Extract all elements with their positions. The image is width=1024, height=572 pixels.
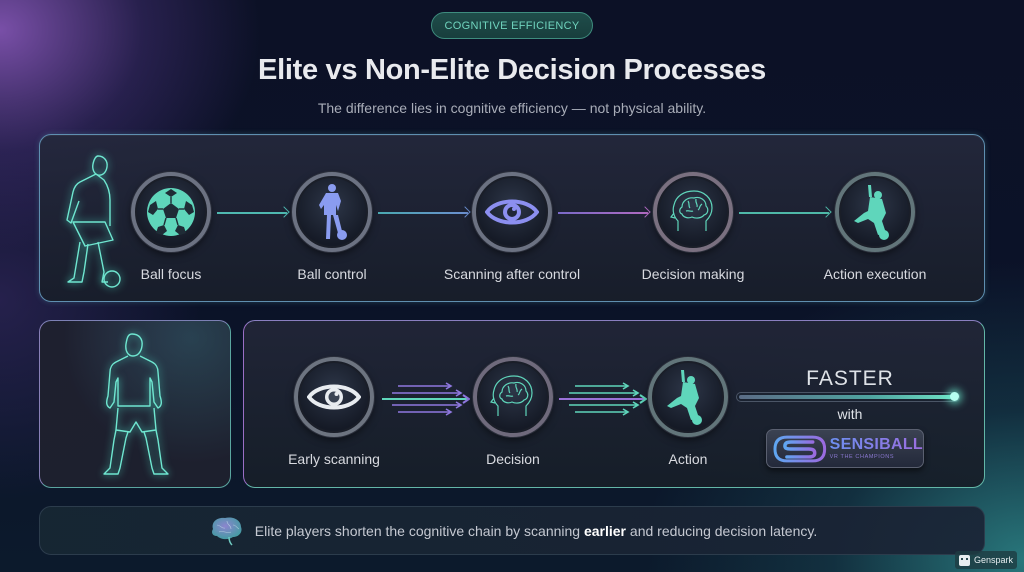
step-action-execution: Action execution [795,172,955,282]
faster-label: FASTER [806,367,894,390]
step-icon-circle [131,172,211,252]
step-scanning-after-control: Scanning after control [432,172,592,282]
page-title: Elite vs Non-Elite Decision Processes [258,54,766,86]
brand-name: SENSIBALL [829,435,923,453]
fast-arrows-icon [559,382,647,416]
kicking-player-icon [667,370,702,425]
genspark-watermark[interactable]: Genspark [955,551,1017,569]
eye-icon [485,199,539,225]
step-icon-circle [473,357,553,437]
step-label: Action [668,451,708,467]
arrow-right-icon [217,212,287,214]
step-label: Action execution [823,266,927,282]
step-decision-making: Decision making [613,172,773,282]
brain-head-icon [669,190,713,231]
step-early-scanning: Early scanning [254,357,414,467]
player-standing-upright-icon [103,333,169,475]
step-label: Decision making [641,266,745,282]
elite-figure-panel [39,320,231,488]
genspark-logo-icon [959,554,970,566]
step-icon-circle [835,172,915,252]
step-ball-control: Ball control [252,172,412,282]
player-looking-down-at-ball-icon [66,155,121,288]
with-label: with [837,406,863,422]
speed-bar-fill [739,395,957,399]
takeaway-banner: Elite players shorten the cognitive chai… [39,506,985,555]
step-icon-circle [653,172,733,252]
brain-icon [211,516,242,546]
speed-bar-glow-dot [950,392,959,401]
step-icon-circle [472,172,552,252]
step-icon-circle [648,357,728,437]
step-label: Early scanning [288,451,380,467]
step-ball-focus: Ball focus [91,172,251,282]
step-action: Action [608,357,768,467]
step-decision: Decision [433,357,593,467]
player-with-ball-icon [319,184,347,240]
arrow-right-icon [378,212,468,214]
kicking-player-icon [854,185,889,240]
step-label: Ball focus [140,266,202,282]
step-icon-circle [294,357,374,437]
section-badge: COGNITIVE EFFICIENCY [431,12,593,39]
takeaway-text: Elite players shorten the cognitive chai… [254,522,818,539]
step-label: Scanning after control [443,266,581,282]
watermark-label: Genspark [974,555,1014,565]
emphasis-earlier: earlier [583,522,627,539]
arrow-right-icon [558,212,648,214]
soccer-ball-icon [147,188,195,236]
sensiball-s-logo-icon [773,435,827,462]
fast-arrows-icon [382,382,470,416]
step-icon-circle [292,172,372,252]
speed-bar [736,392,960,402]
step-label: Ball control [297,266,367,282]
brain-head-icon [489,375,533,416]
arrow-right-icon [739,212,829,214]
brand-tagline: VR THE CHAMPIONS [829,453,895,460]
step-label: Decision [486,451,540,467]
sensiball-logo: SENSIBALL VR THE CHAMPIONS [766,429,924,468]
eye-icon [307,384,361,410]
page-subtitle: The difference lies in cognitive efficie… [317,100,707,116]
